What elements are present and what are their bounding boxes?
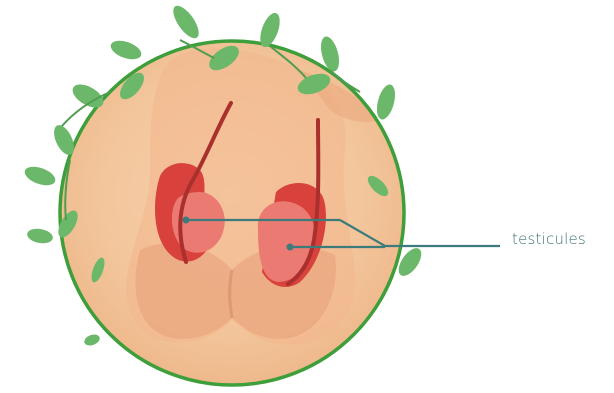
testicles-label: testicules: [512, 230, 586, 248]
